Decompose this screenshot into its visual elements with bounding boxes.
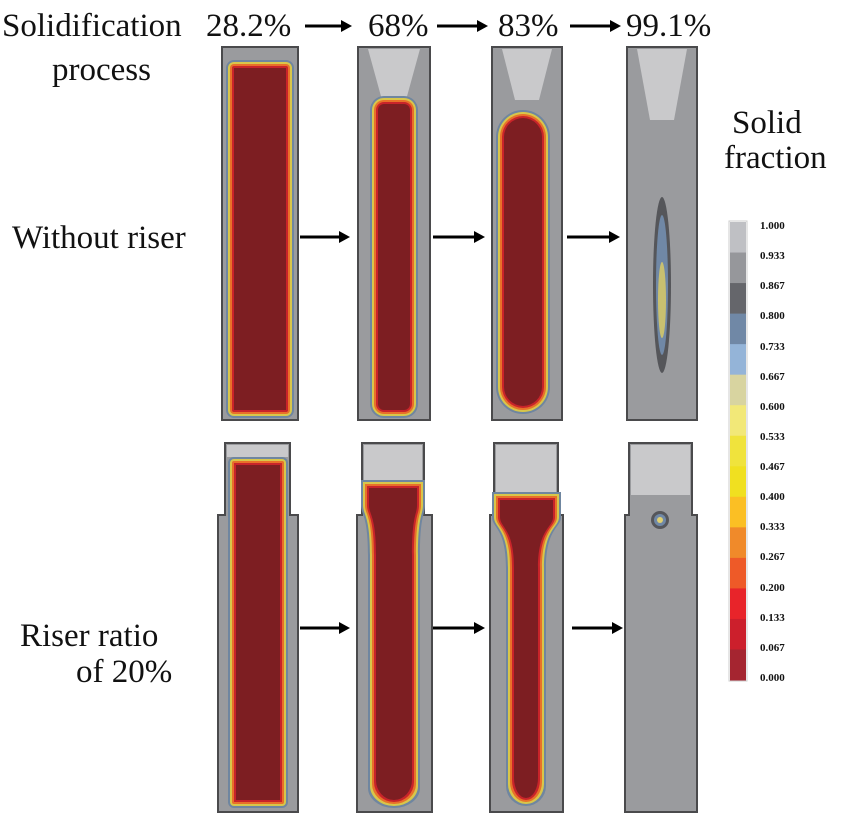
colorbar-tick-label: 1.000 xyxy=(760,220,785,232)
row-label-without-riser: Without riser xyxy=(12,220,186,256)
process-label-2: process xyxy=(52,52,151,88)
liquid-core-3 xyxy=(504,118,542,406)
residual-liquid-riser-4-core xyxy=(657,517,663,523)
row2-arrow-3-head xyxy=(612,622,623,634)
stage-arrow-2-head xyxy=(477,20,488,32)
row2-arrow-2-head xyxy=(474,622,485,634)
colorbar-tick-label: 0.933 xyxy=(760,250,785,263)
row-label-riser: Riser ratio xyxy=(20,618,159,654)
colorbar-band xyxy=(730,435,746,467)
liquid-core-riser-3 xyxy=(500,500,553,798)
colorbar-tick-label: 0.733 xyxy=(760,340,785,353)
colorbar-band xyxy=(730,252,746,284)
riser-solid-top xyxy=(227,445,288,457)
casting-riser-4 xyxy=(624,442,698,813)
stage-arrow-3-head xyxy=(610,20,621,32)
colorbar-band xyxy=(730,496,746,528)
colorbar-band xyxy=(730,649,746,681)
row-label-riser-2: of 20% xyxy=(76,654,173,690)
row1-arrow-3-head xyxy=(609,231,620,243)
colorbar-band xyxy=(730,618,746,650)
colorbar-band xyxy=(730,527,746,559)
colorbar-tick-label: 0.400 xyxy=(760,491,785,504)
shrinkage-zone xyxy=(502,49,552,100)
riser-solid-top xyxy=(364,445,422,480)
colorbar-tick-label: 0.467 xyxy=(760,461,785,474)
colorbar-band xyxy=(730,557,746,589)
liquid-core-riser-2 xyxy=(369,488,417,800)
shrinkage-zone xyxy=(637,49,687,120)
shrinkage-zone xyxy=(368,49,420,100)
liquid-core-2 xyxy=(378,104,410,410)
colorbar-band xyxy=(730,405,746,437)
liquid-core-1 xyxy=(234,68,286,410)
colorbar-tick-label: 0.000 xyxy=(760,672,785,684)
colorbar-tick-label: 0.667 xyxy=(760,370,785,383)
liquid-core-riser-1 xyxy=(236,465,280,800)
stage-4-percent: 99.1% xyxy=(626,8,712,44)
riser-solid-top xyxy=(496,445,556,492)
colorbar-band xyxy=(730,313,746,345)
colorbar-band xyxy=(730,344,746,376)
stage-arrow-1-head xyxy=(341,20,352,32)
colorbar-tick-label: 0.800 xyxy=(760,310,785,323)
colorbar-tick-label: 0.867 xyxy=(760,280,785,293)
residual-liquid-4-core xyxy=(658,262,666,338)
colorbar-band xyxy=(730,222,746,254)
colorbar-tick-label: 0.600 xyxy=(760,400,785,413)
colorbar-tick-label: 0.533 xyxy=(760,430,785,443)
colorbar-frame xyxy=(728,220,748,682)
colorbar-band xyxy=(730,466,746,498)
colorbar-band xyxy=(730,588,746,620)
stage-3-percent: 83% xyxy=(498,8,559,44)
colorbar-band xyxy=(730,374,746,406)
stage-1-percent: 28.2% xyxy=(206,8,292,44)
colorbar-tick-label: 0.267 xyxy=(760,551,785,564)
row2-arrow-1-head xyxy=(339,622,350,634)
legend-title: Solid xyxy=(732,105,802,141)
process-label: Solidification xyxy=(2,8,182,44)
colorbar-tick-label: 0.200 xyxy=(760,581,785,594)
row1-arrow-1-head xyxy=(339,231,350,243)
row1-arrow-2-head xyxy=(474,231,485,243)
colorbar-tick-label: 0.333 xyxy=(760,521,785,534)
legend-title-2: fraction xyxy=(724,140,827,176)
colorbar-tick-label: 0.133 xyxy=(760,611,785,624)
riser-solid-top xyxy=(631,445,690,495)
stage-2-percent: 68% xyxy=(368,8,429,44)
colorbar-tick-label: 0.067 xyxy=(760,641,785,654)
colorbar-band xyxy=(730,283,746,315)
